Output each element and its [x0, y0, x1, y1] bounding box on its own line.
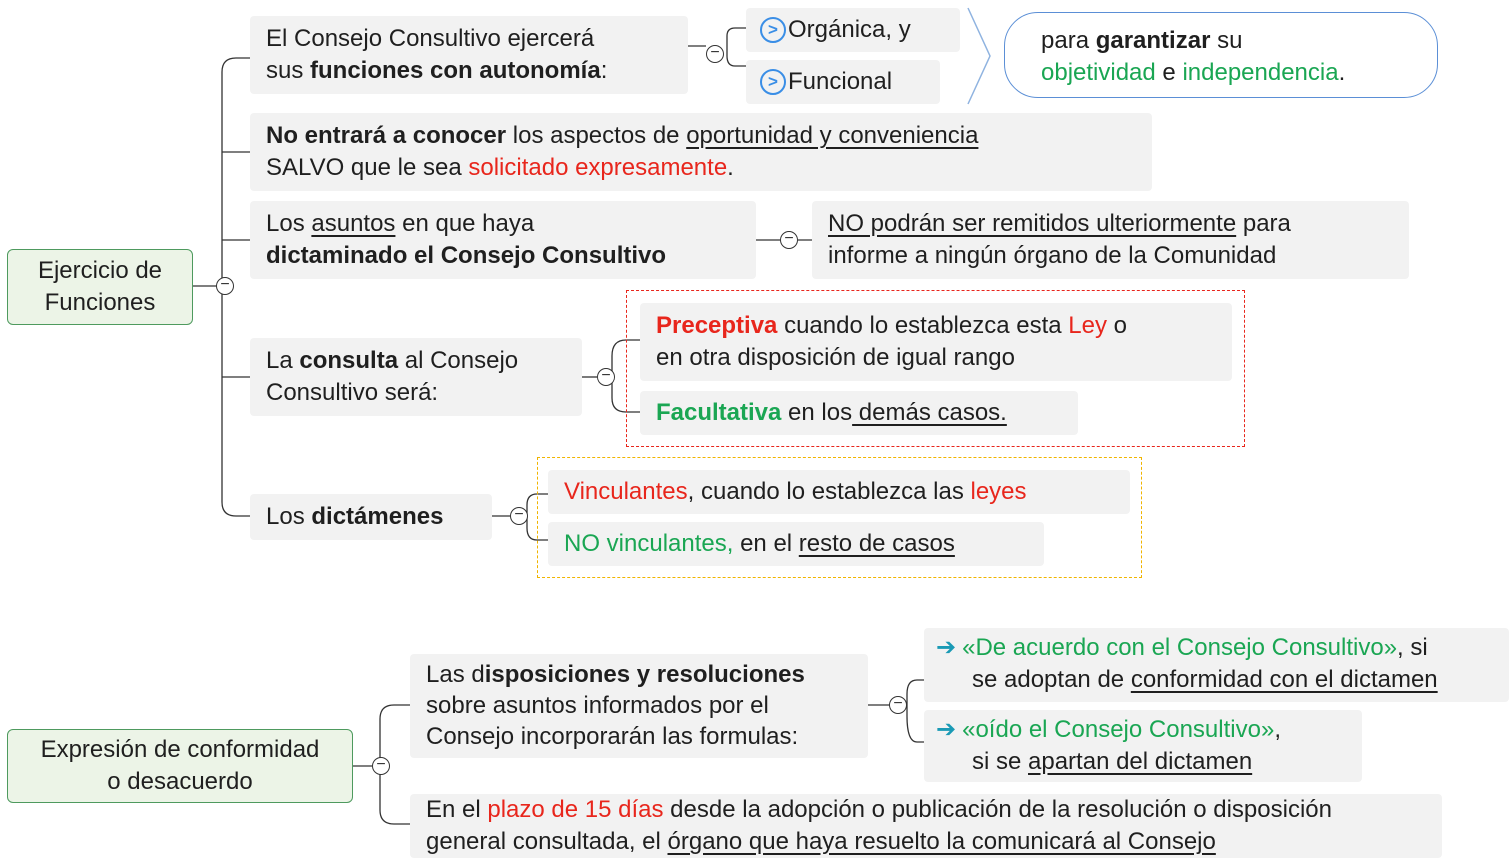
highlight-frame-red: [626, 290, 1245, 447]
collapse-toggle-icon[interactable]: −: [372, 757, 390, 775]
topic-oido[interactable]: ➔«oído el Consejo Consultivo», si se apa…: [924, 710, 1362, 782]
topic-disposiciones[interactable]: Las disposiciones y resoluciones sobre a…: [410, 654, 868, 758]
root-label: Ejercicio de: [37, 257, 163, 284]
topic-asuntos[interactable]: Los asuntos en que haya dictaminado el C…: [250, 201, 756, 279]
summary-callout[interactable]: para garantizar su objetividad e indepen…: [1004, 12, 1438, 98]
topic-vinculantes[interactable]: Vinculantes, cuando lo establezca las le…: [548, 470, 1130, 514]
collapse-toggle-icon[interactable]: −: [597, 368, 615, 386]
option-organica[interactable]: >Orgánica, y: [746, 8, 960, 52]
collapse-toggle-icon[interactable]: −: [706, 45, 724, 63]
topic-consulta[interactable]: La consulta al Consejo Consultivo será:: [250, 338, 582, 416]
collapse-toggle-icon[interactable]: −: [780, 231, 798, 249]
collapse-toggle-icon[interactable]: −: [216, 277, 234, 295]
collapse-toggle-icon[interactable]: −: [510, 507, 528, 525]
chevron-right-icon: >: [760, 69, 786, 95]
arrow-right-icon: ➔: [936, 634, 957, 661]
root-label: Funciones: [44, 289, 156, 316]
root-label: Expresión de conformidad: [40, 736, 320, 763]
chevron-right-icon: >: [760, 17, 786, 43]
topic-plazo[interactable]: En el plazo de 15 días desde la adopción…: [410, 794, 1442, 858]
topic-autonomia[interactable]: El Consejo Consultivo ejercerá sus funci…: [250, 16, 688, 94]
topic-no-remitidos[interactable]: NO podrán ser remitidos ulteriormente pa…: [812, 201, 1409, 279]
topic-de-acuerdo[interactable]: ➔«De acuerdo con el Consejo Consultivo»,…: [924, 628, 1509, 702]
collapse-toggle-icon[interactable]: −: [889, 696, 907, 714]
topic-no-entrara[interactable]: No entrará a conocer los aspectos de opo…: [250, 113, 1152, 191]
topic-facultativa[interactable]: Facultativa en los demás casos.: [640, 391, 1078, 435]
root-node-ejercicio[interactable]: Ejercicio de Funciones: [7, 249, 193, 325]
topic-text: sus funciones con autonomía:: [266, 57, 608, 84]
topic-preceptiva[interactable]: Preceptiva cuando lo establezca esta Ley…: [640, 303, 1232, 381]
topic-dictamenes[interactable]: Los dictámenes: [250, 494, 492, 540]
highlight-frame-yellow: [537, 457, 1142, 578]
root-node-expresion[interactable]: Expresión de conformidad o desacuerdo: [7, 729, 353, 803]
root-label: o desacuerdo: [107, 768, 253, 795]
arrow-right-icon: ➔: [936, 716, 957, 743]
option-funcional[interactable]: >Funcional: [746, 60, 940, 104]
topic-text: El Consejo Consultivo ejercerá: [266, 25, 595, 52]
topic-no-vinculantes[interactable]: NO vinculantes, en el resto de casos: [548, 522, 1044, 566]
